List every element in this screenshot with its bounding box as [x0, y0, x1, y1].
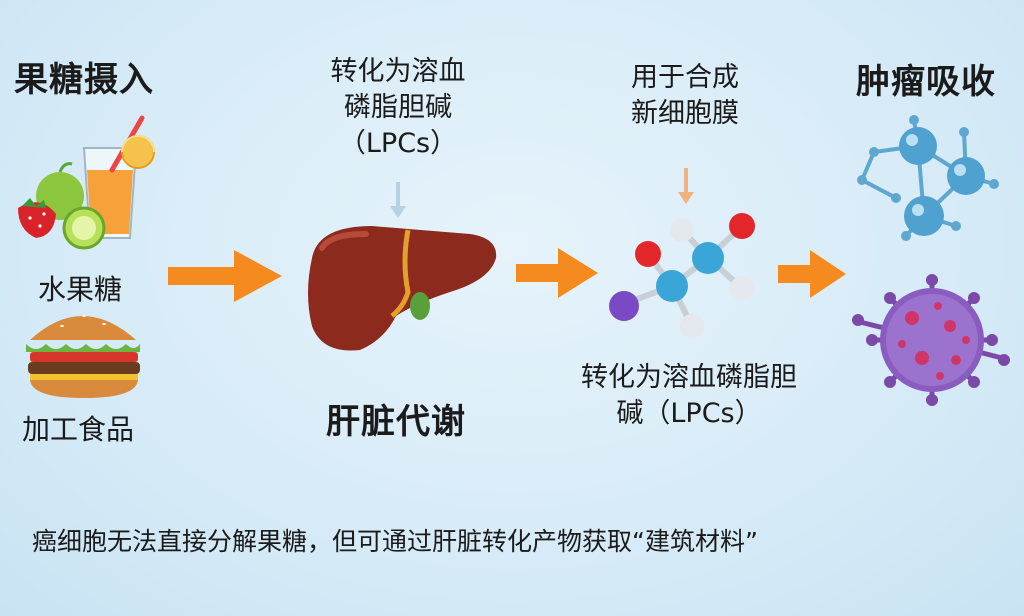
processed-food-label: 加工食品 — [22, 413, 135, 446]
molecule-note-line-1: 用于合成 — [631, 62, 739, 93]
molecule-bottom-line-1: 转化为溶血磷脂胆 — [581, 362, 797, 393]
fruit-icon — [18, 162, 106, 250]
liver-note-line-3: （LPCs） — [338, 128, 458, 159]
flow-arrow-3 — [778, 250, 846, 298]
flow-arrow-2 — [516, 248, 598, 298]
molecule-input-arrow-icon — [678, 168, 694, 204]
molecule-icon — [609, 213, 755, 338]
fruit-sugar-label: 水果糖 — [38, 273, 123, 306]
liver-input-arrow-icon — [390, 182, 406, 218]
liver-icon — [308, 226, 497, 351]
liver-title: 肝脏代谢 — [326, 402, 466, 442]
flow-arrow-1 — [168, 250, 282, 302]
blue-cell-icon — [857, 115, 999, 241]
molecule-note-line-2: 新细胞膜 — [631, 98, 739, 129]
burger-icon — [26, 315, 140, 398]
liver-note-line-1: 转化为溶血 — [330, 56, 466, 87]
molecule-bottom-line-2: 碱（LPCs） — [616, 398, 762, 429]
tumor-title: 肿瘤吸收 — [856, 62, 996, 102]
liver-note: 转化为溶血 磷脂胆碱 （LPCs） — [300, 54, 496, 162]
cancer-cell-icon — [852, 274, 1010, 406]
caption: 癌细胞无法直接分解果糖，但可通过肝脏转化产物获取“建筑材料” — [32, 527, 758, 556]
molecule-bottom-note: 转化为溶血磷脂胆 碱（LPCs） — [544, 360, 834, 432]
liver-note-line-2: 磷脂胆碱 — [344, 92, 452, 123]
molecule-note: 用于合成 新细胞膜 — [600, 60, 770, 132]
intake-title: 果糖摄入 — [14, 60, 154, 100]
